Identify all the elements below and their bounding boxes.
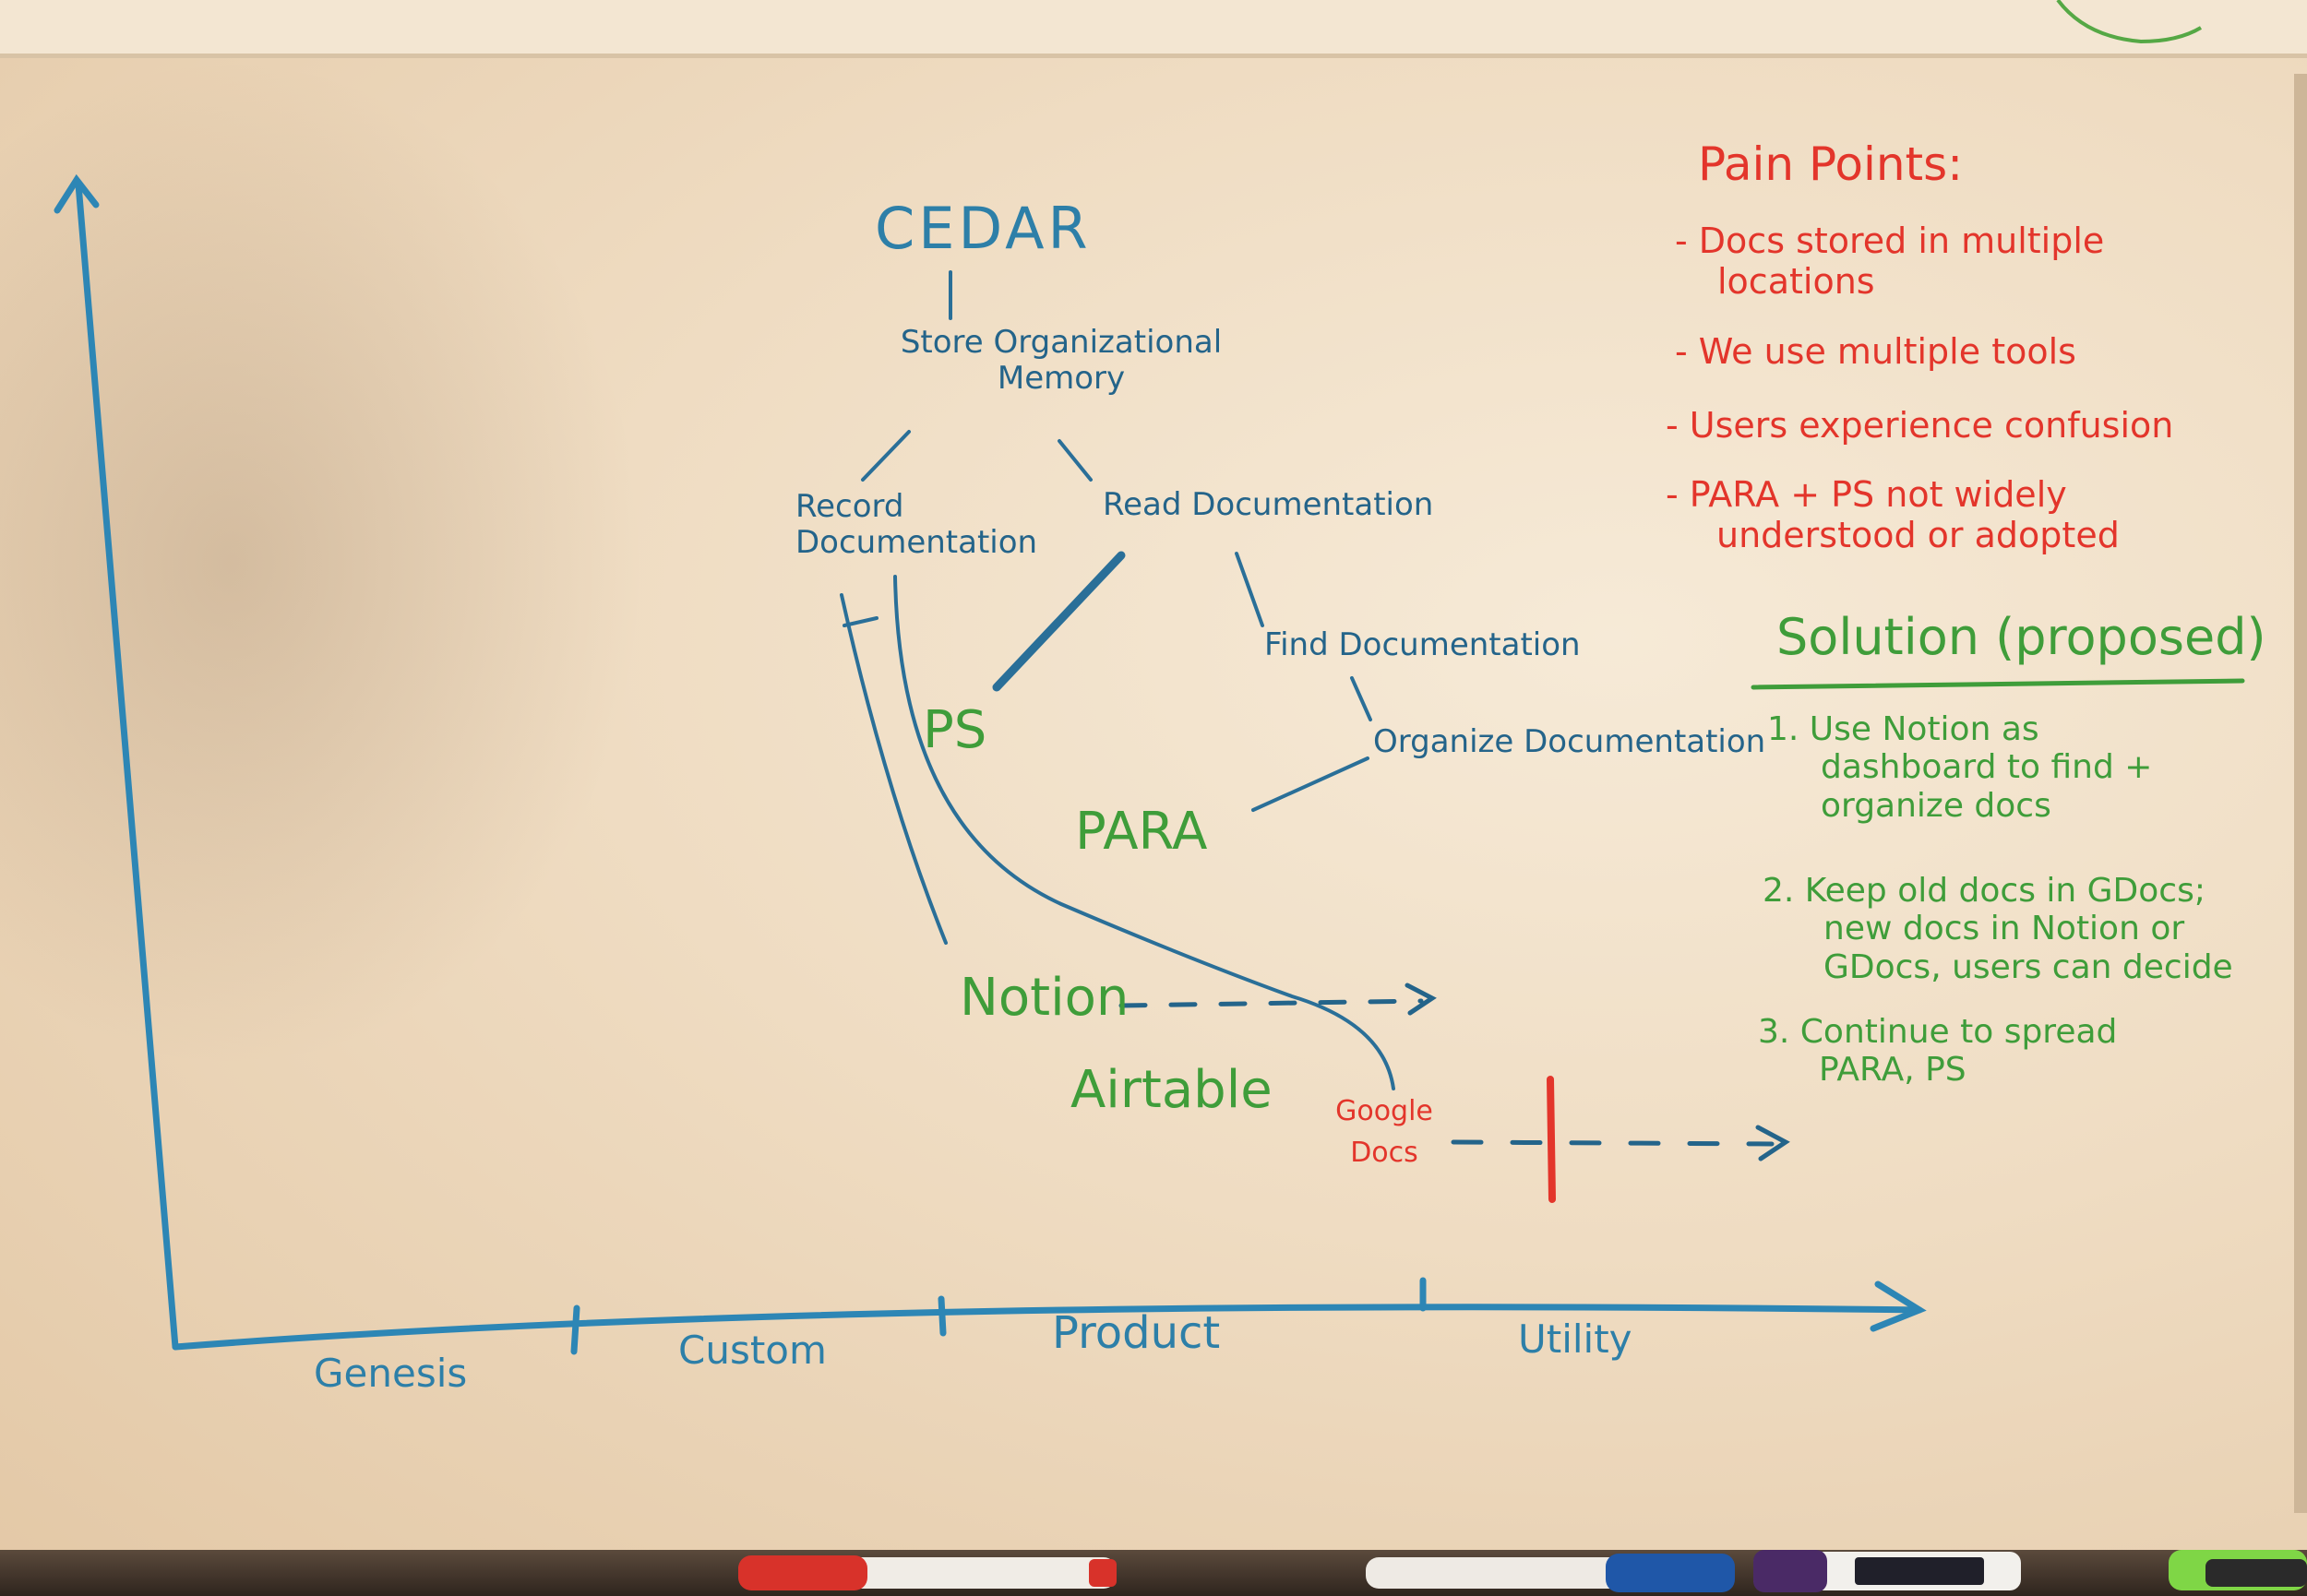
marker-tray bbox=[0, 1550, 2307, 1596]
link-read-find bbox=[1235, 552, 1264, 627]
red-marker-cap bbox=[738, 1555, 867, 1590]
link-record-tick bbox=[843, 616, 879, 627]
markers bbox=[738, 1550, 2307, 1592]
solution-1: 1. Use Notion as dashboard to find + org… bbox=[1767, 710, 2152, 825]
node-record-documentation: Record Documentation bbox=[795, 488, 1038, 562]
notion-arrowhead bbox=[1405, 983, 1437, 1016]
link-record-googledocs bbox=[893, 575, 1395, 1090]
component-notion: Notion bbox=[960, 968, 1130, 1028]
blue-marker-cap bbox=[1606, 1554, 1735, 1592]
purple-marker-cap bbox=[1753, 1550, 1827, 1592]
solution-1-line1: 1. Use Notion as bbox=[1767, 710, 2039, 748]
axis-label-product: Product bbox=[1052, 1307, 1221, 1359]
inertia-barrier bbox=[1547, 1076, 1556, 1203]
x-axis bbox=[172, 1304, 1923, 1351]
google-docs-line1: Google bbox=[1335, 1095, 1433, 1127]
pain-point-4-line2: understood or adopted bbox=[1716, 514, 2120, 555]
solution-3-line2: PARA, PS bbox=[1819, 1051, 1966, 1090]
pain-point-1: - Docs stored in multiple locations bbox=[1675, 220, 2105, 302]
pain-point-3: - Users experience confusion bbox=[1666, 405, 2174, 446]
axis-label-custom: Custom bbox=[678, 1328, 827, 1373]
root-node-cedar: CEDAR bbox=[875, 195, 1092, 262]
link-record-notion bbox=[840, 593, 948, 945]
googledocs-evolution-arrow bbox=[1451, 1139, 1775, 1147]
link-read-ps bbox=[992, 551, 1126, 692]
component-airtable: Airtable bbox=[1070, 1060, 1273, 1120]
y-axis-arrowhead bbox=[54, 173, 100, 214]
solution-2: 2. Keep old docs in GDocs; new docs in N… bbox=[1763, 872, 2233, 986]
pain-points-title: Pain Points: bbox=[1698, 137, 1964, 191]
solution-3: 3. Continue to spread PARA, PS bbox=[1758, 1013, 2117, 1090]
top-board-strip bbox=[0, 0, 2307, 58]
axis-label-genesis: Genesis bbox=[314, 1351, 468, 1396]
y-axis bbox=[75, 181, 179, 1351]
red-marker-end bbox=[1089, 1559, 1117, 1587]
node-store-memory-line1: Store Organizational bbox=[900, 324, 1223, 361]
board-right-edge bbox=[2294, 74, 2307, 1513]
google-docs-line2: Docs bbox=[1350, 1136, 1418, 1169]
link-need-record bbox=[861, 430, 911, 482]
axis-label-utility: Utility bbox=[1518, 1316, 1632, 1362]
solution-2-line2: new docs in Notion or bbox=[1823, 910, 2185, 948]
link-organize-para bbox=[1251, 756, 1369, 812]
node-record-line1: Record bbox=[795, 488, 904, 525]
solution-1-line3: organize docs bbox=[1821, 786, 2051, 825]
component-para: PARA bbox=[1075, 802, 1208, 862]
green-marker-cap bbox=[2205, 1559, 2307, 1587]
top-strip-sketch bbox=[2056, 0, 2203, 44]
node-read-documentation: Read Documentation bbox=[1103, 486, 1434, 523]
node-store-memory: Store Organizational Memory bbox=[858, 324, 1264, 398]
pain-point-2: - We use multiple tools bbox=[1675, 331, 2076, 372]
notion-evolution-arrow bbox=[1118, 998, 1424, 1008]
solution-title: Solution (proposed) bbox=[1776, 608, 2266, 666]
pain-point-4-line1: - PARA + PS not widely bbox=[1666, 474, 2067, 515]
googledocs-arrowhead bbox=[1755, 1125, 1790, 1161]
solution-underline bbox=[1751, 678, 2245, 690]
purple-marker-label bbox=[1855, 1557, 1984, 1585]
axis-tick-2 bbox=[938, 1295, 947, 1337]
node-organize-documentation: Organize Documentation bbox=[1373, 723, 1766, 760]
solution-2-line1: 2. Keep old docs in GDocs; bbox=[1763, 872, 2205, 910]
pain-point-4: - PARA + PS not widely understood or ado… bbox=[1666, 474, 2120, 555]
node-find-documentation: Find Documentation bbox=[1264, 626, 1581, 663]
pain-point-1-line2: locations bbox=[1717, 260, 1875, 302]
solution-3-line1: 3. Continue to spread bbox=[1758, 1013, 2118, 1051]
axis-tick-1 bbox=[570, 1304, 580, 1355]
node-record-line2: Documentation bbox=[795, 524, 1038, 562]
link-find-organize bbox=[1350, 676, 1372, 721]
component-google-docs: Google Docs bbox=[1324, 1095, 1444, 1169]
solution-1-line2: dashboard to find + bbox=[1821, 748, 2153, 787]
node-store-memory-line2: Memory bbox=[997, 360, 1126, 398]
component-ps: PS bbox=[923, 700, 987, 760]
x-axis-arrowhead bbox=[1870, 1280, 1927, 1332]
solution-2-line3: GDocs, users can decide bbox=[1823, 947, 2233, 986]
link-need-read bbox=[1058, 439, 1093, 482]
pain-point-1-line1: - Docs stored in multiple bbox=[1675, 220, 2105, 261]
